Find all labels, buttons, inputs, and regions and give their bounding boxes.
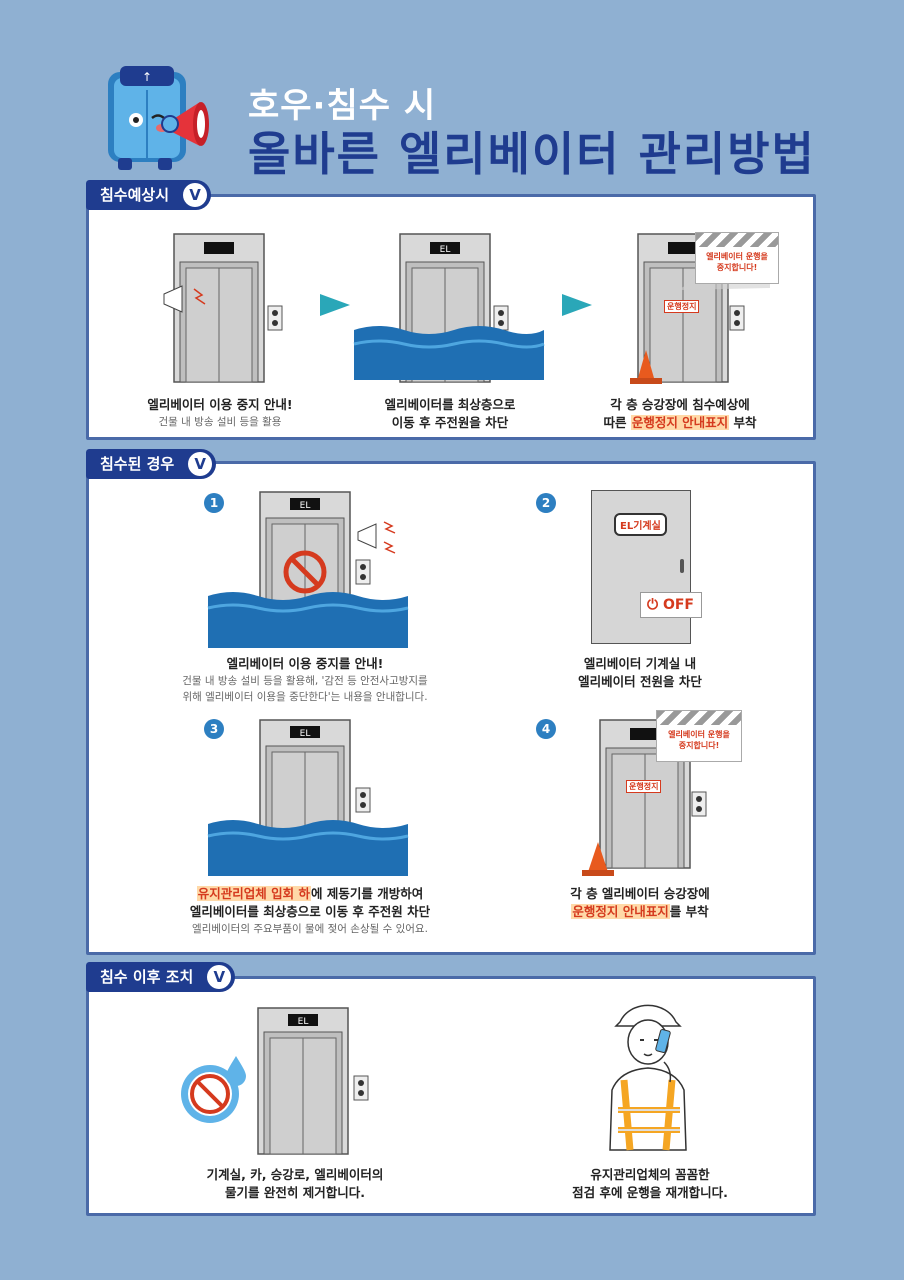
section-expected-tab: 침수예상시 V xyxy=(86,180,212,210)
arrow-right-icon xyxy=(320,294,350,316)
elevator-display: EL xyxy=(440,245,451,255)
svg-text:EL: EL xyxy=(300,501,311,511)
section-flooded-tab: 침수된 경우 V xyxy=(86,449,217,479)
stop-notice-sign: 엘리베이터 운행을 중지합니다! xyxy=(695,232,779,284)
section-after-tab: 침수 이후 조치 V xyxy=(86,962,236,992)
flooded-step3-caption: 유지관리업체 입회 하에 제동기를 개방하여 엘리베이터를 최상층으로 이동 후… xyxy=(189,886,431,935)
after-step1-caption: 기계실, 카, 승강로, 엘리베이터의 물기를 완전히 제거합니다. xyxy=(206,1167,384,1200)
svg-text:EL: EL xyxy=(300,729,311,739)
check-icon: V xyxy=(183,183,208,207)
stop-notice-sign: 엘리베이터 운행을 중지합니다! xyxy=(656,710,742,762)
elevator-illustration-dry: EL xyxy=(257,1007,369,1155)
maintenance-worker-illustration xyxy=(609,1004,687,1151)
stop-label: 운행정지 xyxy=(626,780,662,793)
sign-text-line2: 중지합니다! xyxy=(678,741,720,750)
page-subtitle: 호우·침수 시 xyxy=(248,86,437,126)
machine-room-label: EL기계실 xyxy=(614,513,667,536)
section-after-label: 침수 이후 조치 xyxy=(100,968,194,986)
step-number: 1 xyxy=(204,493,224,513)
machine-room-door: EL기계실 xyxy=(591,490,691,644)
elevator-illustration-flooded-release: EL xyxy=(207,719,409,876)
flooded-step4-caption: 각 층 엘리베이터 승강장에 운행정지 안내표지를 부착 xyxy=(570,886,710,919)
section-flooded-panel xyxy=(86,461,816,955)
section-flooded-label: 침수된 경우 xyxy=(100,455,175,473)
flooded-step2-caption: 엘리베이터 기계실 내 엘리베이터 전원을 차단 xyxy=(578,656,702,689)
step-number: 2 xyxy=(536,493,556,513)
elevator-illustration-flooded-prohibited: EL xyxy=(207,491,409,648)
elevator-illustration-announce xyxy=(163,233,283,383)
power-off-badge: ⏻ OFF xyxy=(640,592,702,618)
stop-label: 운행정지 xyxy=(664,300,700,313)
arrow-right-icon xyxy=(562,294,592,316)
power-icon: ⏻ xyxy=(647,597,659,613)
expected-step2-caption: 엘리베이터를 최상층으로 이동 후 주전원을 차단 xyxy=(384,397,516,430)
page-title: 올바른 엘리베이터 관리방법 xyxy=(248,127,816,181)
flooded-step1-caption: 엘리베이터 이용 중지를 안내! 건물 내 방송 설비 등을 활용해, '감전 … xyxy=(182,656,428,703)
sign-text-line1: 엘리베이터 운행을 xyxy=(706,252,768,261)
check-icon: V xyxy=(188,452,213,476)
section-expected-label: 침수예상시 xyxy=(100,186,170,204)
svg-text:↑: ↑ xyxy=(142,70,152,84)
sign-text-line1: 엘리베이터 운행을 xyxy=(668,730,730,739)
mascot-elevator-character: ↑ xyxy=(108,66,209,170)
svg-text:EL: EL xyxy=(298,1017,309,1027)
after-step2-caption: 유지관리업체의 꼼꼼한 점검 후에 운행을 재개합니다. xyxy=(572,1167,728,1200)
expected-step3-caption: 각 층 승강장에 침수예상에 따른 운행정지 안내표지 부착 xyxy=(603,397,757,430)
step-number: 3 xyxy=(204,719,224,739)
elevator-illustration-top-floor: EL xyxy=(353,233,545,383)
door-handle xyxy=(680,559,684,573)
sign-text-line2: 중지합니다! xyxy=(716,263,758,272)
no-water-icon xyxy=(181,1056,246,1123)
expected-step1-caption: 엘리베이터 이용 중지 안내! 건물 내 방송 설비 등을 활용 xyxy=(147,397,293,428)
elevator-illustration-stop-sign xyxy=(582,719,707,876)
check-icon: V xyxy=(207,965,232,989)
step-number: 4 xyxy=(536,719,556,739)
